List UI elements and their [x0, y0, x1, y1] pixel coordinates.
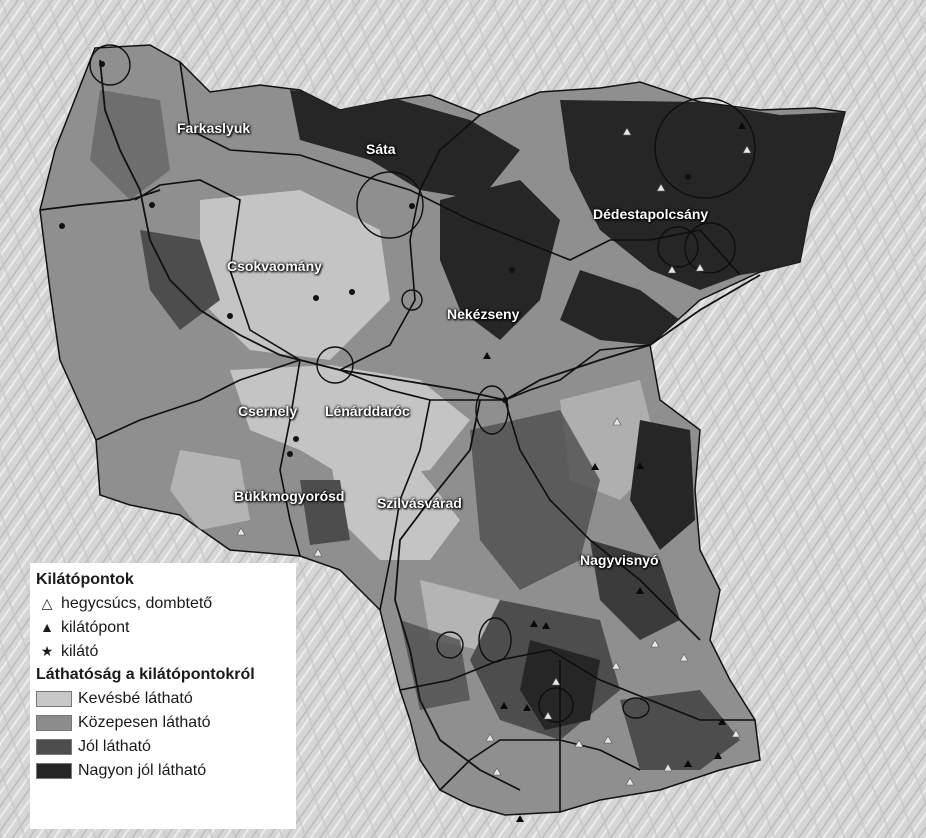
legend-label: Jól látható: [78, 738, 151, 755]
roads: [39, 59, 761, 791]
place-lenarddaroc: Lénárddaróc: [325, 403, 410, 419]
color-swatch: [36, 738, 72, 755]
settlement-dots: [59, 61, 691, 457]
color-swatch: [36, 762, 72, 779]
zone-very-well-visible: [290, 90, 845, 730]
legend-item-peak: △ hegycsúcs, dombtető: [36, 592, 292, 615]
place-sata: Sáta: [366, 141, 396, 157]
place-csokvaomany: Csokvaomány: [227, 258, 322, 274]
lookout-markers: [483, 122, 746, 822]
legend-item-well-visible: Jól látható: [36, 735, 292, 758]
legend-points-title: Kilátópontok: [36, 571, 134, 588]
legend-item-less-visible: Kevésbé látható: [36, 687, 292, 710]
place-nekezseny: Nekézseny: [447, 306, 520, 322]
legend-label: hegycsúcs, dombtető: [61, 595, 213, 612]
legend-item-medium-visible: Közepesen látható: [36, 711, 292, 734]
color-swatch: [36, 690, 72, 707]
legend-label: Kevésbé látható: [78, 690, 193, 707]
legend-label: kilátó: [61, 643, 99, 660]
filled-triangle-icon: ▲: [40, 619, 54, 635]
place-dedestapolcsany: Dédestapolcsány: [593, 206, 709, 222]
legend-item-lookout-point: ▲ kilátópont: [36, 616, 292, 639]
legend-item-lookout-tower: ★ kilátó: [36, 640, 292, 663]
peak-markers: [236, 127, 752, 786]
legend-label: Nagyon jól látható: [78, 762, 207, 779]
viewpoint-circles: [89, 44, 756, 723]
legend-visibility-title: Láthatóság a kilátópontokról: [36, 666, 255, 683]
place-csernely: Csernely: [238, 403, 298, 419]
legend-label: kilátópont: [61, 619, 130, 636]
place-nagyvisnyo: Nagyvisnyó: [580, 552, 659, 568]
legend-item-very-well-visible: Nagyon jól látható: [36, 759, 292, 782]
star-icon: ★: [40, 643, 54, 659]
place-farkaslyuk: Farkaslyuk: [177, 120, 251, 136]
place-szilvasvarad: Szilvásvárad: [377, 495, 462, 511]
map-legend: Kilátópontok △ hegycsúcs, dombtető ▲ kil…: [30, 563, 296, 829]
open-triangle-icon: △: [41, 595, 53, 611]
legend-label: Közepesen látható: [78, 714, 211, 731]
color-swatch: [36, 714, 72, 731]
place-bukkmogyorosd: Bükkmogyorósd: [234, 488, 345, 504]
zone-less-visible: [170, 190, 660, 650]
